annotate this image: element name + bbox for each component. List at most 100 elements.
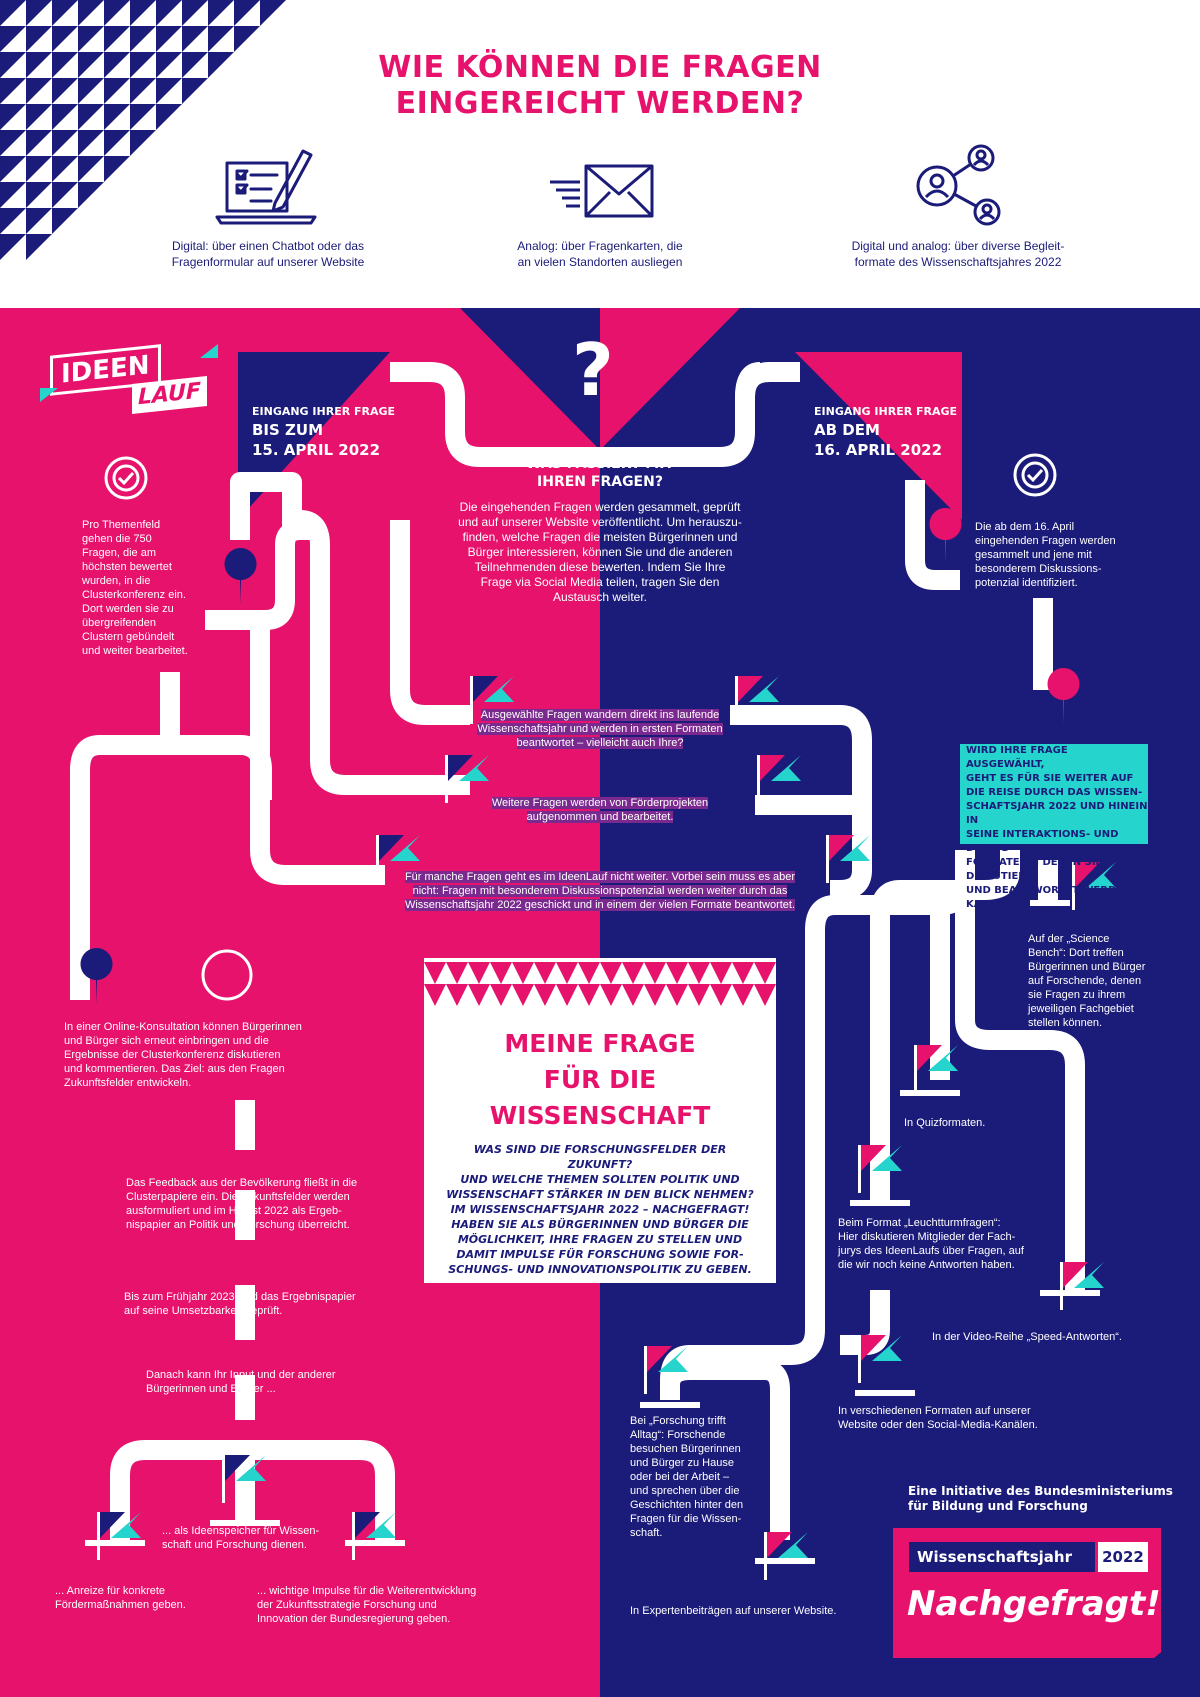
flag-marker xyxy=(858,1335,902,1383)
pattern-triangle xyxy=(130,78,156,104)
pattern-triangle xyxy=(156,26,182,52)
pattern-triangle xyxy=(26,156,52,182)
pattern-triangle xyxy=(490,962,512,984)
manche-note: Für manche Fragen geht es im IdeenLauf n… xyxy=(404,871,796,911)
pattern-triangle xyxy=(600,984,622,1006)
question-mark: ? xyxy=(572,328,614,412)
flag-marker xyxy=(1072,862,1116,910)
pattern-triangle xyxy=(26,78,52,104)
leuchtturm-text: Beim Format „Leuchtturmfragen“:Hier disk… xyxy=(838,1217,1024,1271)
pattern-triangle xyxy=(666,984,688,1006)
pattern-triangle xyxy=(424,984,446,1006)
pattern-triangle xyxy=(182,26,208,52)
pattern-triangle xyxy=(710,984,732,1006)
pattern-triangle xyxy=(78,156,104,182)
pattern-triangle xyxy=(234,26,260,52)
pattern-triangle xyxy=(26,182,52,208)
pattern-triangle xyxy=(78,130,104,156)
pattern-triangle xyxy=(52,156,78,182)
foerder-note: Weitere Fragen werden von Förderprojekte… xyxy=(491,797,709,823)
pattern-triangle xyxy=(556,962,578,984)
fruehjahr-text: Bis zum Frühjahr 2023 wird das Ergebnisp… xyxy=(124,1291,356,1317)
flag-marker xyxy=(735,676,779,724)
pattern-triangle xyxy=(78,0,104,26)
pattern-triangle xyxy=(260,0,286,26)
brand-label: Wissenschaftsjahr xyxy=(909,1542,1095,1572)
pattern-triangle xyxy=(644,962,666,984)
pattern-triangle xyxy=(52,104,78,130)
ideenspeicher-text: ... als Ideenspeicher für Wissen-schaft … xyxy=(162,1525,320,1551)
pattern-triangle xyxy=(534,962,556,984)
center-description: Die eingehenden Fragen werden gesammelt,… xyxy=(458,500,742,604)
pattern-triangle xyxy=(0,104,26,130)
pattern-triangle xyxy=(26,208,52,234)
flag-marker xyxy=(914,1045,958,1093)
pattern-triangle xyxy=(78,78,104,104)
pattern-triangle xyxy=(732,984,754,1006)
pattern-triangle xyxy=(130,26,156,52)
pattern-triangle xyxy=(104,78,130,104)
pattern-triangle xyxy=(156,52,182,78)
flag-marker xyxy=(644,1346,688,1394)
pattern-triangle xyxy=(754,962,776,984)
flag-marker xyxy=(764,1532,808,1580)
pattern-triangle xyxy=(78,104,104,130)
pattern-triangle xyxy=(0,0,26,26)
konsultation-text: In einer Online-Konsultation können Bürg… xyxy=(64,1021,302,1089)
quiz-text: In Quizformaten. xyxy=(904,1117,986,1129)
pattern-triangle xyxy=(644,984,666,1006)
pattern-triangle xyxy=(666,962,688,984)
flag-marker xyxy=(445,755,489,803)
laptop-checklist-icon xyxy=(215,149,317,225)
pattern-triangle xyxy=(130,0,156,26)
box-triangle-pattern xyxy=(424,962,776,1006)
network-people-icon xyxy=(916,144,1001,226)
selection-callout: WIRD IHRE FRAGE AUSGEWÄHLT,GEHT ES FÜR S… xyxy=(960,744,1148,910)
pattern-triangle xyxy=(600,962,622,984)
pattern-triangle xyxy=(104,26,130,52)
pattern-triangle xyxy=(26,130,52,156)
pattern-triangle xyxy=(578,984,600,1006)
envelope-icon xyxy=(550,164,654,218)
pattern-triangle xyxy=(208,52,234,78)
pattern-triangle xyxy=(534,984,556,1006)
pattern-triangle xyxy=(622,984,644,1006)
ideenlauf-flow-graphic xyxy=(0,308,1200,1697)
pattern-triangle xyxy=(710,962,732,984)
pattern-triangle xyxy=(688,962,710,984)
pattern-triangle xyxy=(446,984,468,1006)
flag-marker xyxy=(376,835,420,883)
pattern-triangle xyxy=(0,52,26,78)
flag-marker xyxy=(97,1512,141,1560)
flag-marker xyxy=(757,755,801,803)
pattern-triangle xyxy=(52,130,78,156)
pattern-triangle xyxy=(52,208,78,234)
pattern-triangle xyxy=(732,962,754,984)
pattern-triangle xyxy=(78,52,104,78)
pattern-triangle xyxy=(622,962,644,984)
brand-year: 2022 xyxy=(1098,1542,1148,1572)
pattern-triangle xyxy=(26,52,52,78)
speed-text: In der Video-Reihe „Speed-Antworten“. xyxy=(932,1331,1122,1343)
pattern-triangle xyxy=(156,104,182,130)
pattern-triangle xyxy=(104,0,130,26)
pattern-triangle xyxy=(156,78,182,104)
pattern-triangle xyxy=(78,26,104,52)
pattern-triangle xyxy=(688,984,710,1006)
pattern-triangle xyxy=(234,0,260,26)
pattern-triangle xyxy=(0,234,26,260)
experten-text: In Expertenbeiträgen auf unserer Website… xyxy=(630,1605,837,1617)
flag-marker xyxy=(826,835,870,883)
pattern-triangle xyxy=(52,26,78,52)
pattern-triangle xyxy=(26,26,52,52)
pattern-triangle xyxy=(424,962,446,984)
impulse-text: ... wichtige Impulse für die Weiterentwi… xyxy=(257,1585,477,1625)
pattern-triangle xyxy=(130,130,156,156)
pattern-triangle xyxy=(26,0,52,26)
pattern-triangle xyxy=(0,182,26,208)
